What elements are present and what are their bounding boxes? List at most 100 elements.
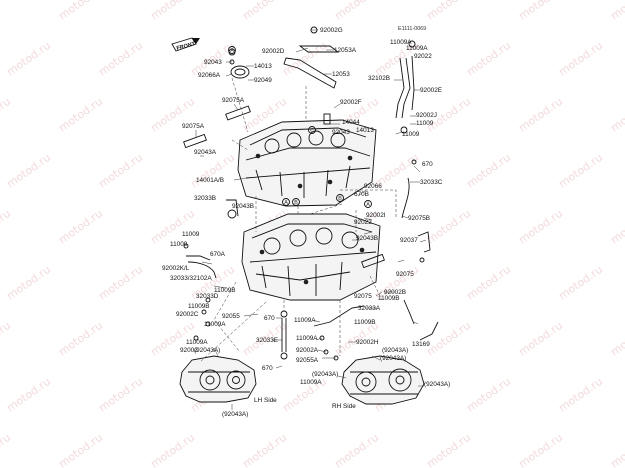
part-label-11009B: 11009B [214,287,236,294]
part-label-92002G: 92002G [320,27,343,34]
watermark-text: motod.ru [556,263,605,303]
watermark-text: motod.ru [516,95,565,135]
watermark-text: motod.ru [0,0,13,22]
callout-letter: A [366,202,370,208]
watermark-text: motod.ru [556,375,605,415]
watermark-text: motod.ru [516,207,565,247]
part-label-92037: 92037 [400,237,418,244]
part-label-92055A: 92055A [296,357,319,364]
part-label-11009-4: 11009 [170,241,188,248]
part-label-32033A: 32033A [358,305,381,312]
rh-side-label: RH Side [332,403,356,410]
watermark-text: motod.ru [608,207,625,247]
figure-code: E1111-0069 [398,26,426,32]
part-label-670-3: 670 [262,365,273,372]
part-label-11009A-5: 11009A [186,339,208,346]
small-parts [183,26,439,361]
part-label-92022-2: 92022 [354,219,372,226]
part-label-92075A-2: 92075A [182,123,205,130]
part-label-11009-2: 11009 [402,131,420,138]
part-label-32102B: 32102B [368,75,390,82]
watermark-text: motod.ru [424,207,473,247]
watermark-text: motod.ru [516,431,565,468]
watermark-text: motod.ru [0,95,13,135]
watermark-text: motod.ru [56,207,105,247]
part-label-92002E: 92002E [420,87,442,94]
part-label-92002B: 92002B [384,289,406,296]
part-label-92043A-paren-4: (92043A) [312,371,338,378]
watermark-text: motod.ru [56,431,105,468]
part-label-11009B-2: 11009B [188,303,210,310]
part-label-11009A-2: 11009A [406,45,428,52]
part-label-92002F: 92002F [340,99,362,106]
watermark-text: motod.ru [148,431,197,468]
watermark-text: motod.ru [556,39,605,79]
part-label-11009-3: 11009 [182,231,200,238]
part-label-92002C: 92002C [176,311,199,318]
watermark-text: motod.ru [424,431,473,468]
watermark-text: motod.ru [0,431,13,468]
part-label-92002H: 92002H [356,339,379,346]
part-label-92075B: 92075B [408,215,430,222]
part-label-92075: 92075 [396,271,414,278]
watermark-text: motod.ru [240,431,289,468]
part-label-92002: 92002 [180,347,198,354]
part-label-92066: 92066 [364,183,382,190]
watermark-text: motod.ru [424,319,473,359]
part-label-670A: 670A [210,251,226,258]
watermark-text: motod.ru [556,151,605,191]
part-label-11009B-4: 11009B [354,319,376,326]
assembly-lines [199,77,397,363]
watermark-text: motod.ru [464,39,513,79]
lh-side-cover [179,355,257,403]
watermark-text: motod.ru [332,431,381,468]
watermark-text: motod.ru [56,319,105,359]
part-label-11009A-6: 11009A [296,335,318,342]
watermark-text: motod.ru [608,0,625,22]
part-label-14044: 14044 [342,119,360,126]
part-label-13169: 13169 [412,341,430,348]
watermark-text: motod.ru [608,431,625,468]
part-label-92075-2: 92075 [354,293,372,300]
watermark-text: motod.ru [332,0,381,22]
part-label-92043A-paren-6: (92043A) [222,411,248,418]
watermark-text: motod.ru [4,263,53,303]
part-label-670B: 670B [354,191,369,198]
watermark-text: motod.ru [608,319,625,359]
part-label-92043A-paren-2: (92043A) [382,347,408,354]
watermark-text: motod.ru [96,263,145,303]
watermark-text: motod.ru [516,0,565,22]
part-label-12053: 12053 [332,71,350,78]
part-label-92043A: 92043A [194,149,217,156]
watermark-text: motod.ru [424,0,473,22]
watermark-text: motod.ru [188,151,237,191]
part-label-92002D: 92002D [262,48,285,55]
part-label-92002J: 92002J [416,112,437,119]
callout-letter: B [338,196,342,202]
part-label-11009: 11009 [416,120,434,127]
watermark-text: motod.ru [96,375,145,415]
part-label-32033E: 32033E [256,337,278,344]
part-label-32033B: 32033B [194,195,216,202]
part-label-92002I: 92002I [366,212,386,219]
part-label-92043B: 92043B [232,203,254,210]
lower-crankcase [241,213,381,301]
callout-letters: A B B A C A [228,46,372,208]
part-label-32033D: 32033D [196,293,219,300]
rh-side-cover [341,355,425,405]
watermark-text: motod.ru [148,0,197,22]
watermark-text: motod.ru [0,319,13,359]
watermark-text: motod.ru [4,39,53,79]
watermark-text: motod.ru [608,95,625,135]
part-label-14013-2: 14013 [356,127,374,134]
part-label-92075A: 92075A [222,97,245,104]
front-arrow-icon: FRONT [171,37,200,52]
part-label-11009A-3: 11009A [204,321,226,328]
part-labels: 92002G 92002D 12053A 12053 92043 14013 9… [162,27,450,418]
part-label-92043B-2: 92043B [356,235,378,242]
callout-letter: B [294,200,298,206]
watermark-text: motod.ru [96,151,145,191]
part-label-11009A: 11009A [390,39,412,46]
